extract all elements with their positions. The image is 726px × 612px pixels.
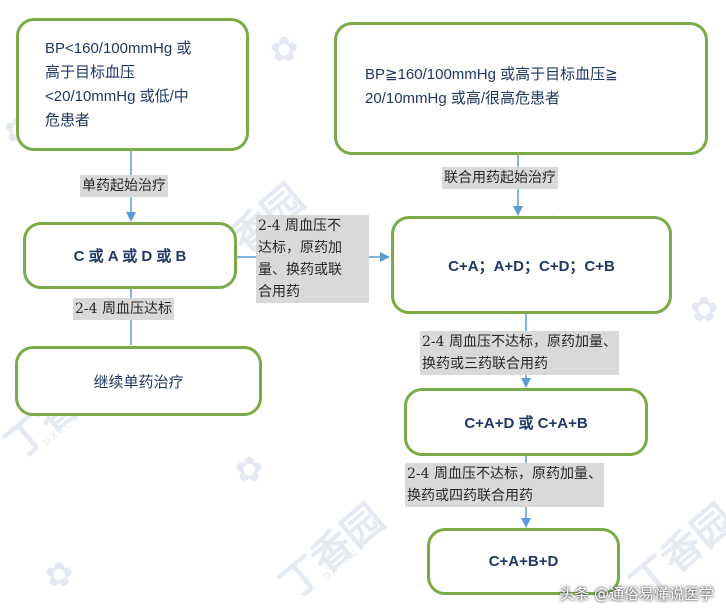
label-mono-not-reached-line: 合用药 bbox=[258, 284, 300, 300]
label-combo-start: 联合用药起始治疗 bbox=[442, 167, 558, 189]
source-watermark: 头条 @通俗易懂说医学 bbox=[559, 585, 714, 603]
label-triple-not-reached-line: 2-4 周血压不达标，原药加量、 bbox=[407, 466, 602, 482]
dual-therapy-box: C+A；A+D；C+D；C+B bbox=[391, 216, 672, 314]
dual-therapy-text: C+A；A+D；C+D；C+B bbox=[448, 257, 615, 275]
left-start-line: 高于目标血压 bbox=[45, 64, 136, 81]
label-mono-not-reached: 2-4 周血压不 达标，原药加 量、换药或联 合用药 bbox=[256, 215, 369, 303]
label-dual-not-reached-line: 换药或三药联合用药 bbox=[422, 356, 548, 372]
label-triple-not-reached: 2-4 周血压不达标，原药加量、 换药或四药联合用药 bbox=[405, 463, 604, 507]
label-mono-not-reached-line: 量、换药或联 bbox=[258, 262, 342, 278]
label-dual-not-reached-line: 2-4 周血压不达标，原药加量、 bbox=[422, 334, 617, 350]
label-mono-start: 单药起始治疗 bbox=[80, 175, 168, 197]
label-mono-reached: 2-4 周血压达标 bbox=[73, 298, 174, 320]
right-start-line: 20/10mmHg 或高/很高危患者 bbox=[365, 90, 561, 107]
label-mono-not-reached-line: 达标，原药加 bbox=[258, 240, 342, 256]
continue-monotherapy-text: 继续单药治疗 bbox=[93, 372, 184, 391]
right-start-box: BP≧160/100mmHg 或高于目标血压≧ 20/10mmHg 或高/很高危… bbox=[334, 22, 708, 155]
label-triple-not-reached-line: 换药或四药联合用药 bbox=[407, 488, 533, 504]
monotherapy-box: C 或 A 或 D 或 B bbox=[23, 222, 237, 289]
left-start-line: BP<160/100mmHg 或 bbox=[45, 40, 192, 57]
left-start-line: <20/10mmHg 或低/中 bbox=[45, 88, 189, 105]
right-start-line: BP≧160/100mmHg 或高于目标血压≧ bbox=[365, 66, 618, 83]
continue-monotherapy-box: 继续单药治疗 bbox=[15, 346, 262, 416]
label-mono-not-reached-line: 2-4 周血压不 bbox=[258, 218, 341, 234]
triple-therapy-box: C+A+D 或 C+A+B bbox=[404, 388, 648, 456]
triple-therapy-text: C+A+D 或 C+A+B bbox=[464, 414, 588, 432]
label-dual-not-reached: 2-4 周血压不达标，原药加量、 换药或三药联合用药 bbox=[420, 331, 619, 375]
left-start-line: 危患者 bbox=[45, 112, 91, 129]
monotherapy-text: C 或 A 或 D 或 B bbox=[73, 248, 187, 265]
quadruple-therapy-text: C+A+B+D bbox=[488, 553, 559, 570]
quadruple-therapy-box: C+A+B+D bbox=[427, 528, 620, 595]
left-start-box: BP<160/100mmHg 或 高于目标血压 <20/10mmHg 或低/中 … bbox=[16, 18, 249, 151]
